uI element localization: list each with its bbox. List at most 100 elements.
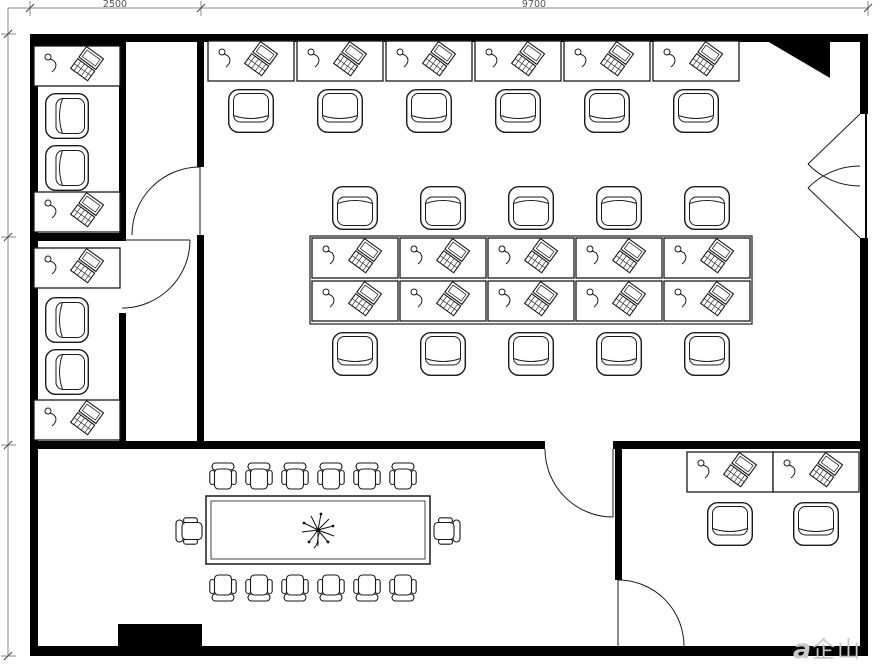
workstation-desk	[487, 280, 575, 322]
armchair	[420, 185, 466, 231]
dimension-label-left: 2500	[103, 0, 127, 10]
wall-mainroom-west-upper	[197, 34, 204, 167]
conference-chairs-top	[209, 462, 417, 490]
watermark: a 企山	[793, 634, 862, 665]
armchair	[707, 502, 753, 546]
armchair	[317, 88, 363, 134]
armchair	[584, 88, 630, 134]
conference-chair	[389, 462, 417, 490]
workstation-desk	[487, 237, 575, 279]
left-office-room-1	[33, 45, 121, 233]
conference-chair	[281, 574, 309, 602]
conference-chair	[353, 574, 381, 602]
watermark-text: 企山	[812, 637, 862, 663]
armchair	[508, 332, 554, 376]
main-room-top-chair-row	[227, 88, 719, 134]
watermark-logo: a	[793, 634, 811, 665]
conference-room	[175, 462, 461, 602]
main-room-top-desk-row	[207, 40, 740, 82]
wall-pier-top-left	[30, 34, 120, 48]
workstation-desk	[33, 247, 121, 289]
dimension-annotations	[1, 1, 873, 661]
conference-chair	[175, 517, 203, 545]
cluster-desk-row-lower	[311, 280, 751, 322]
wall-bottom-divider	[615, 441, 622, 580]
workstation-desk	[33, 191, 121, 233]
wall-corner-wedge	[762, 38, 830, 78]
workstation-desk	[311, 280, 399, 322]
armchair	[793, 502, 839, 546]
workstation-desk	[399, 237, 487, 279]
workstation-desk	[474, 40, 562, 82]
workstation-desk	[33, 45, 121, 87]
conference-chair	[281, 462, 309, 490]
workstation-desk	[296, 40, 384, 82]
armchair	[332, 185, 378, 231]
armchair	[45, 349, 90, 395]
door-arc	[121, 239, 191, 309]
wall-left	[30, 34, 38, 656]
conference-chair	[245, 574, 273, 602]
armchair	[45, 92, 90, 140]
armchair	[227, 88, 274, 134]
conference-chair	[245, 462, 273, 490]
workstation-desk	[385, 40, 473, 82]
door-arc	[544, 448, 614, 518]
wall-corridor-lower	[119, 313, 126, 445]
dimension-tick-marks	[3, 3, 873, 661]
wall-corridor-upper	[119, 34, 126, 240]
workstation-desk	[399, 280, 487, 322]
armchair	[420, 332, 466, 376]
workstation-desk	[663, 280, 751, 322]
armchair	[596, 332, 642, 376]
workstation-desk	[563, 40, 651, 82]
conference-chair	[209, 574, 237, 602]
conference-chair	[209, 462, 237, 490]
armchair	[45, 144, 90, 192]
wall-pier-bottom	[118, 624, 202, 650]
armchair	[508, 185, 554, 231]
armchair	[684, 185, 730, 231]
workstation-desk	[575, 237, 663, 279]
armchair	[684, 332, 730, 376]
door-arc	[807, 113, 861, 187]
wall-bottom	[30, 646, 868, 656]
armchair	[673, 88, 719, 134]
door-arc	[807, 165, 861, 239]
door-arc	[617, 579, 685, 647]
workstation-desk	[575, 280, 663, 322]
workstation-desk	[207, 40, 295, 82]
conference-chair	[433, 517, 461, 545]
armchair	[495, 88, 541, 134]
cluster-desk-row-upper	[311, 237, 751, 279]
workstation-desk	[772, 451, 860, 493]
armchair	[45, 297, 90, 343]
wall-right-upper	[860, 34, 868, 114]
main-room-center-cluster	[309, 185, 753, 376]
wall-mainroom-west-lower	[197, 235, 204, 447]
walls	[30, 34, 868, 656]
conference-chair	[389, 574, 417, 602]
door-arc	[131, 166, 201, 236]
cluster-lower-chair-row	[332, 332, 730, 376]
left-office-room-2	[33, 247, 121, 441]
workstation-desk	[33, 399, 121, 441]
doors	[121, 113, 861, 647]
armchair	[406, 88, 452, 134]
workstation-desk	[311, 237, 399, 279]
conference-table-inner-edge	[210, 500, 426, 560]
wall-top	[30, 34, 868, 42]
armchair	[332, 332, 378, 376]
conference-chair	[317, 462, 345, 490]
cluster-upper-chair-row	[332, 185, 730, 231]
workstation-desk	[663, 237, 751, 279]
conference-chair	[353, 462, 381, 490]
workstation-desk	[652, 40, 740, 82]
bottom-right-office	[686, 451, 860, 546]
armchair	[596, 185, 642, 231]
wall-mid-left	[30, 441, 545, 449]
workstation-desk	[686, 451, 774, 493]
conference-chairs-bottom	[209, 574, 417, 602]
